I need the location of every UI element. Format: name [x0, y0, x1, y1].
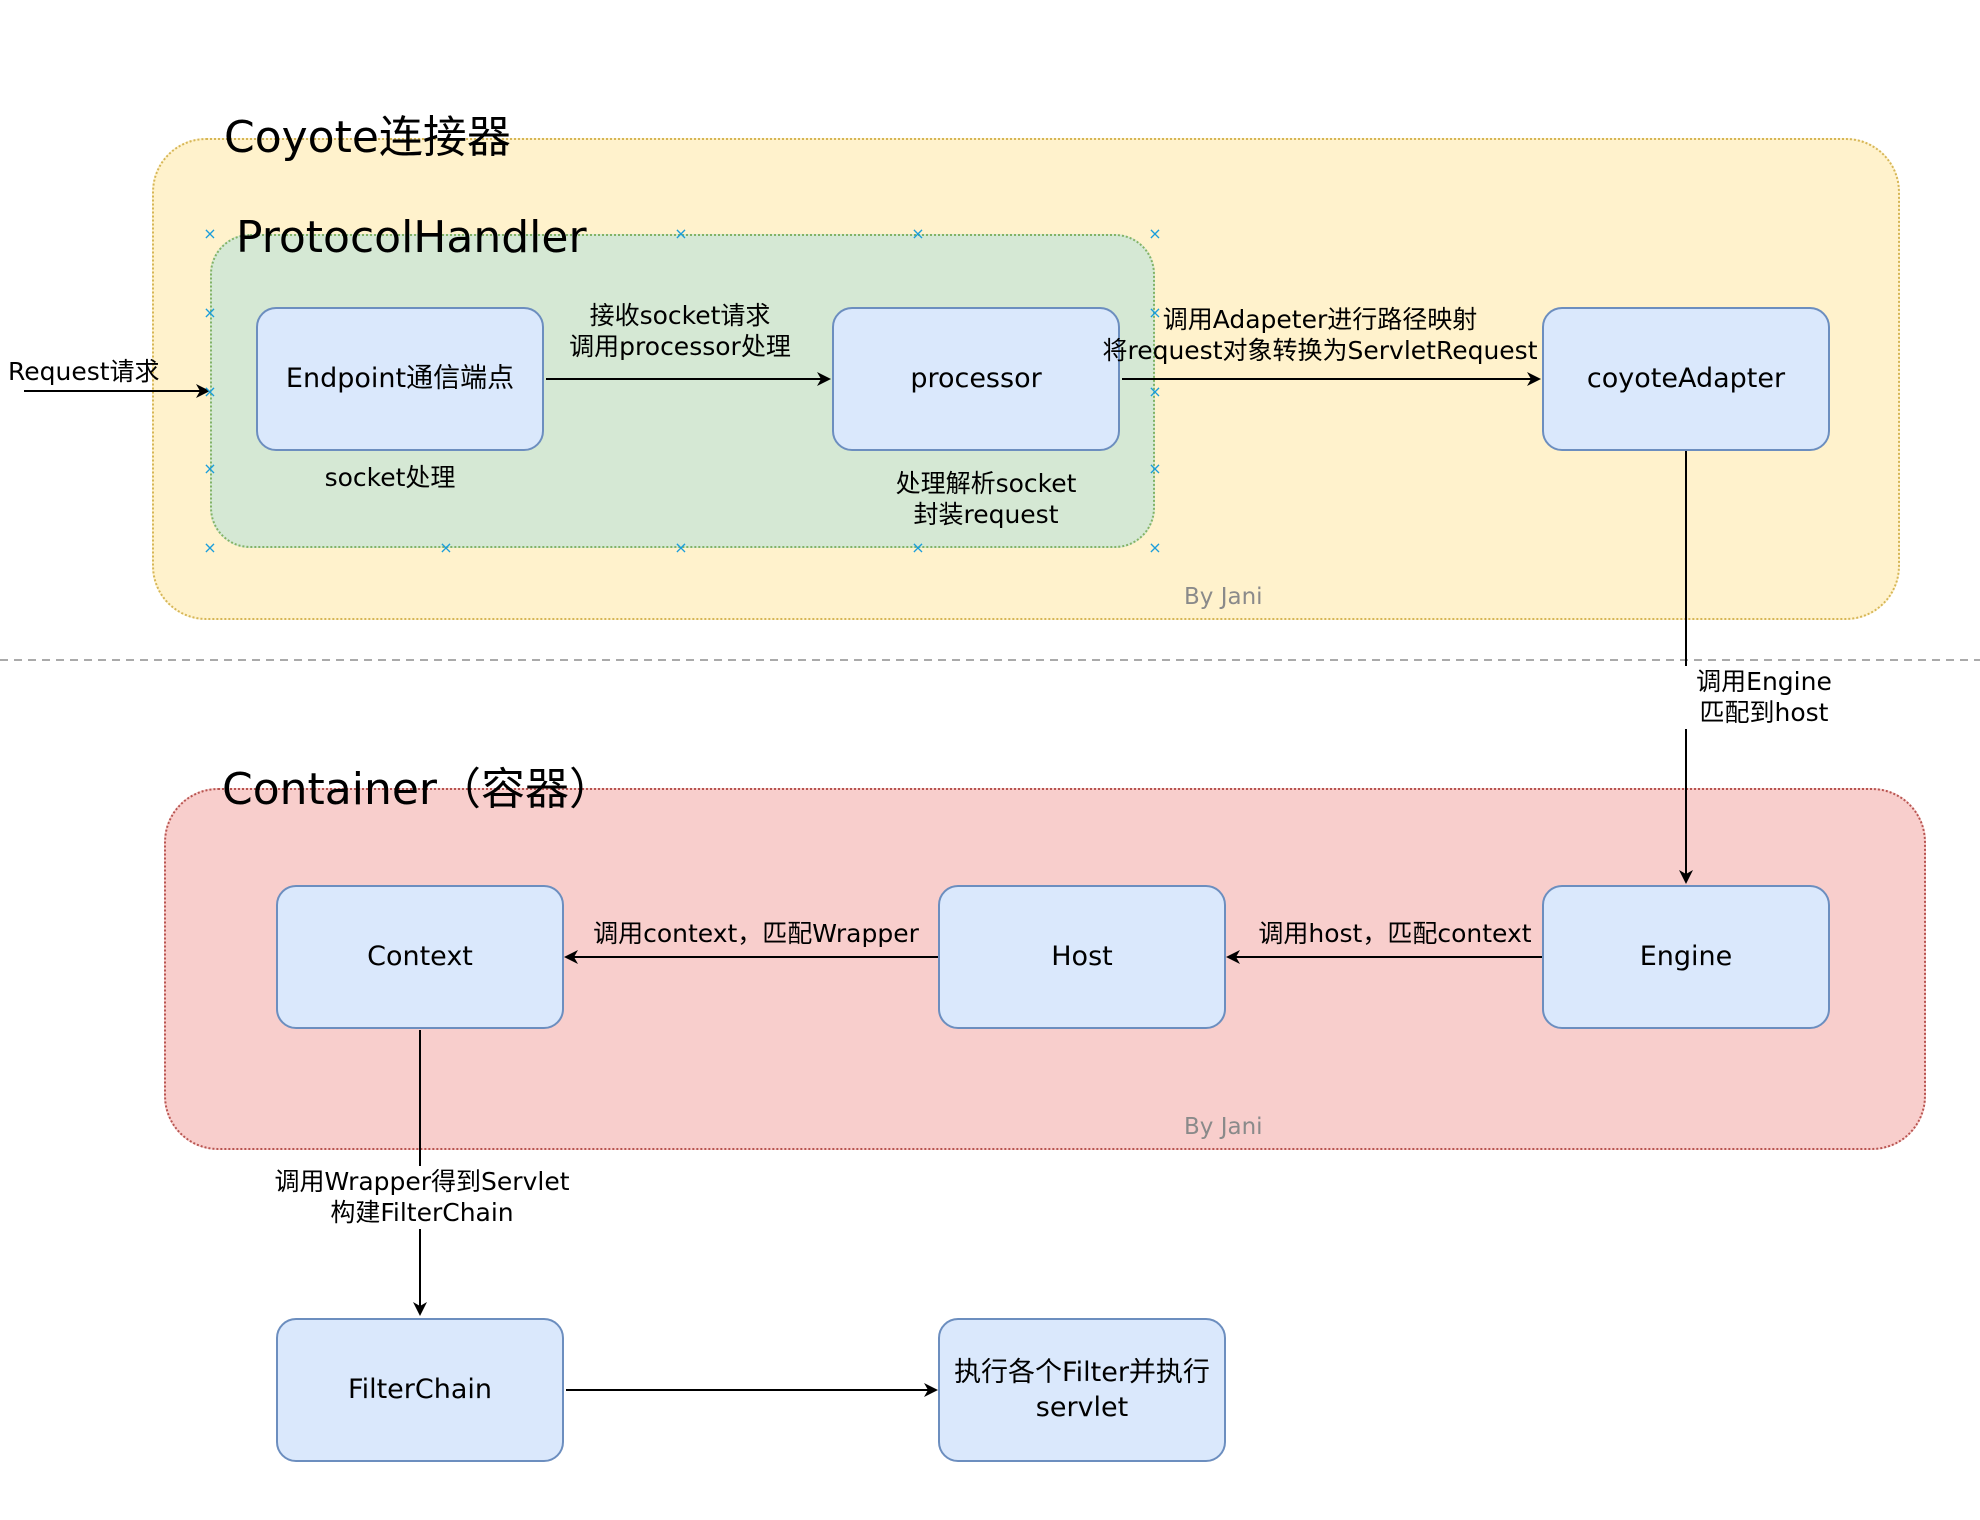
coyote-adapter-node[interactable]: coyoteAdapter	[1542, 307, 1830, 451]
call-wrapper-label: 调用Wrapper得到Servlet 构建FilterChain	[262, 1166, 582, 1229]
x-mark-icon[interactable]: ×	[1148, 224, 1162, 243]
receive-socket-label: 接收socket请求 调用processor处理	[569, 301, 791, 362]
call-context-label: 调用context，匹配Wrapper	[593, 919, 919, 948]
x-mark-icon[interactable]: ×	[203, 224, 217, 243]
x-mark-icon[interactable]: ×	[1148, 459, 1162, 478]
request-label: Request请求	[8, 357, 160, 386]
processor-node[interactable]: processor	[832, 307, 1120, 451]
call-host-label: 调用host，匹配context	[1258, 919, 1532, 948]
coyote-watermark: By Jani	[1184, 584, 1263, 610]
x-mark-icon[interactable]: ×	[911, 224, 925, 243]
x-mark-icon[interactable]: ×	[439, 538, 453, 557]
parse-socket-label: 处理解析socket 封装request	[895, 469, 1077, 530]
container-watermark: By Jani	[1184, 1114, 1263, 1140]
x-mark-icon[interactable]: ×	[203, 538, 217, 557]
context-node[interactable]: Context	[276, 885, 564, 1029]
x-mark-icon[interactable]: ×	[1148, 538, 1162, 557]
call-engine-label: 调用Engine 匹配到host	[1666, 666, 1862, 729]
endpoint-node[interactable]: Endpoint通信端点	[256, 307, 544, 451]
host-node[interactable]: Host	[938, 885, 1226, 1029]
x-mark-icon[interactable]: ×	[1148, 382, 1162, 401]
x-mark-icon[interactable]: ×	[1148, 303, 1162, 322]
x-mark-icon[interactable]: ×	[674, 224, 688, 243]
engine-node[interactable]: Engine	[1542, 885, 1830, 1029]
socket-handle-label: socket处理	[324, 463, 456, 492]
x-mark-icon[interactable]: ×	[203, 382, 217, 401]
container-group-title: Container（容器）	[222, 764, 614, 815]
filter-chain-node[interactable]: FilterChain	[276, 1318, 564, 1462]
call-adapter-label: 调用Adapeter进行路径映射 将request对象转换为ServletReq…	[1102, 305, 1538, 366]
x-mark-icon[interactable]: ×	[674, 538, 688, 557]
coyote-group-title: Coyote连接器	[224, 112, 511, 163]
protocol-group-title: ProtocolHandler	[236, 212, 587, 263]
x-mark-icon[interactable]: ×	[203, 303, 217, 322]
x-mark-icon[interactable]: ×	[911, 538, 925, 557]
x-mark-icon[interactable]: ×	[203, 459, 217, 478]
execute-filters-node[interactable]: 执行各个Filter并执行 servlet	[938, 1318, 1226, 1462]
